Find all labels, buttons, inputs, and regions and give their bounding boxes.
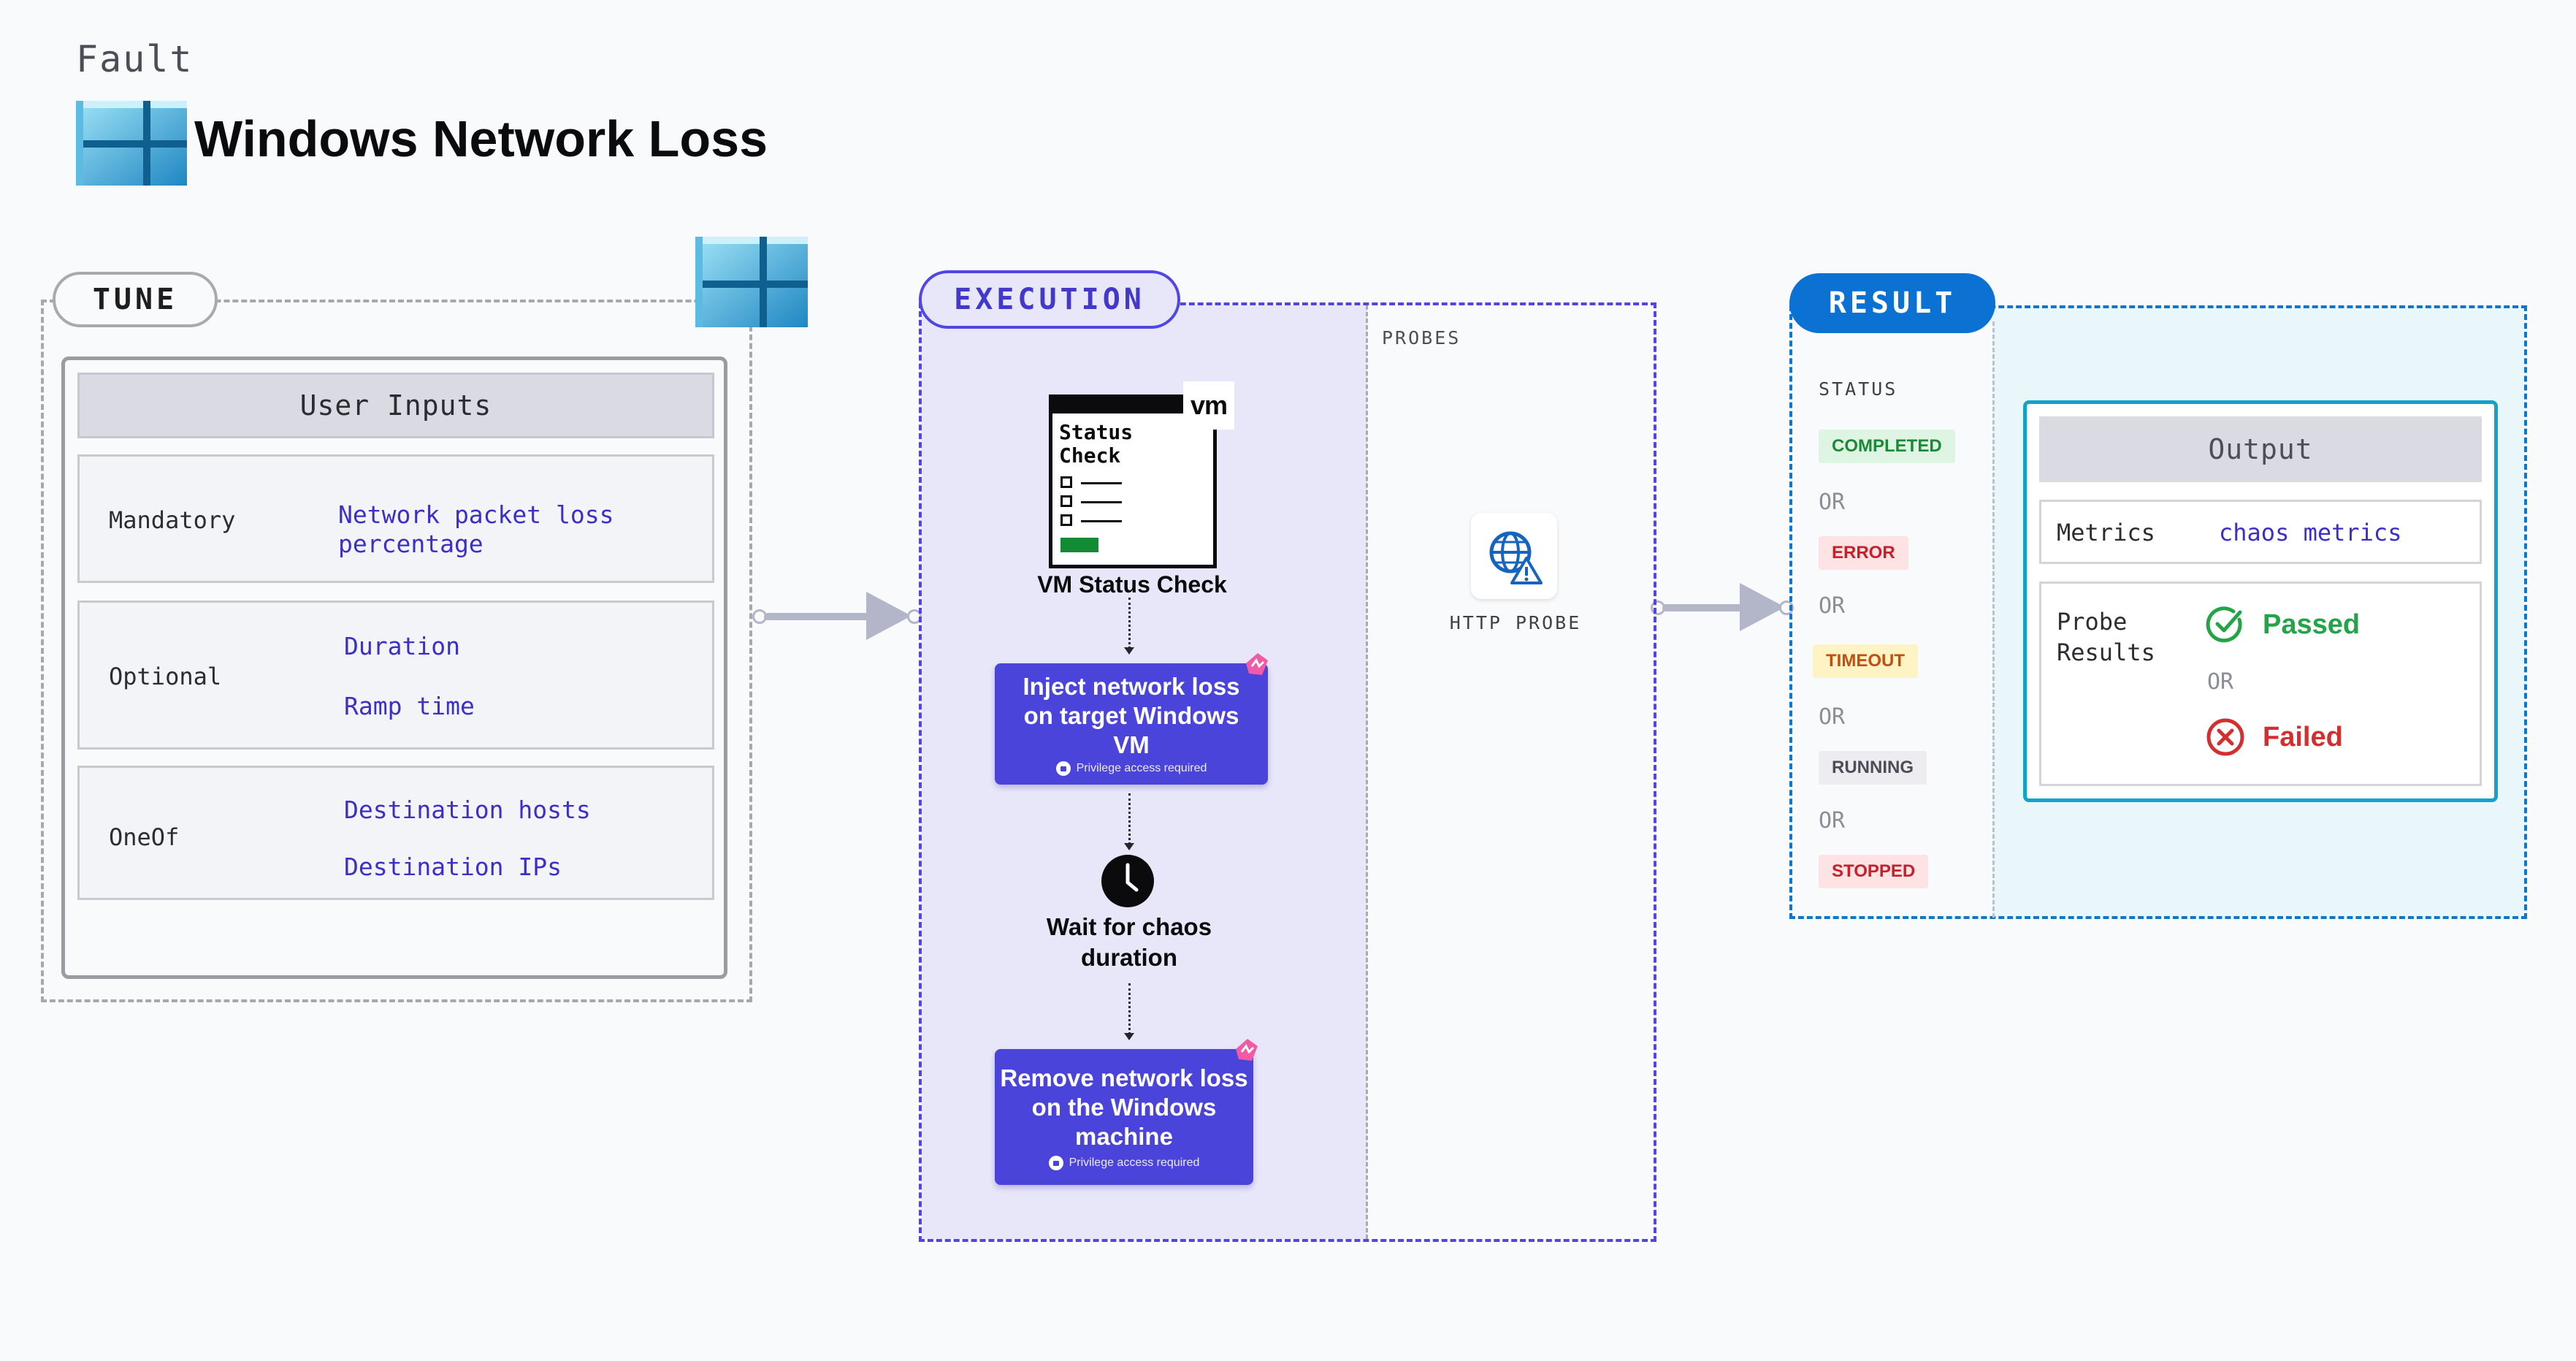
oneof-input-group: OneOf Destination hosts Destination IPs [77,766,714,900]
http-probe-card[interactable] [1471,513,1557,599]
or-separator: OR [1819,489,1846,515]
privilege-note: Privilege access required [995,1156,1253,1170]
mandatory-input-group: Mandatory Network packet loss percentage [77,454,714,583]
step-text-line: on target Windows [1023,702,1239,729]
or-separator: OR [1819,808,1846,834]
status-check-titlebar [1049,394,1188,413]
fault-label: Fault [76,38,194,80]
tune-section [41,300,752,1002]
status-badge-completed: COMPLETED [1819,430,1955,463]
probe-results-label: Probe Results [2057,608,2155,666]
step-text-line: machine [1075,1123,1173,1150]
wait-for-chaos-label: Wait for chaos duration [1046,913,1212,971]
status-badge-error: ERROR [1819,536,1908,570]
status-badge-stopped: STOPPED [1819,855,1929,888]
flow-arrowhead [1124,647,1134,655]
input-value: Duration [344,632,460,660]
lock-icon [1048,1156,1063,1170]
vm-badge: vm [1183,381,1234,430]
input-value: Destination IPs [344,853,562,881]
clock-icon [1101,855,1154,907]
flow-connector [1128,793,1131,845]
input-value: Ramp time [344,692,475,720]
arrow-head-icon [1740,583,1785,631]
result-pill: RESULT [1789,273,1995,333]
remove-network-loss-step[interactable]: Remove network loss on the Windows machi… [995,1049,1253,1185]
windows-logo-icon [76,101,187,186]
status-check-title: Status Check [1059,420,1134,468]
flow-arrowhead [1124,1033,1134,1040]
probe-results-row [2039,582,2482,786]
lock-icon [1055,761,1071,776]
step-text-line: VM [1113,731,1150,758]
x-circle-icon [2206,718,2244,756]
or-separator: OR [2207,669,2234,695]
or-separator: OR [1819,704,1846,730]
result-section [1789,305,2527,919]
checkbox-icon [1060,495,1072,507]
checklist-line [1081,501,1122,503]
metrics-value: chaos metrics [2219,519,2402,546]
globe-warning-icon [1489,531,1543,584]
step-text-line: Inject network loss [1023,673,1240,700]
execution-pill: EXECUTION [919,270,1180,329]
probe-passed-label: Passed [2263,609,2361,640]
execution-divider [1366,305,1368,1239]
checkbox-icon [1060,514,1072,526]
execution-section [919,302,1656,1242]
checkbox-icon [1060,476,1072,488]
flow-connector [1128,983,1131,1034]
checklist-line [1081,520,1122,522]
user-inputs-header: User Inputs [77,373,714,438]
page-title: Windows Network Loss [194,110,768,167]
input-value: percentage [338,530,484,558]
tune-pill: TUNE [53,272,218,327]
flow-connector [1128,598,1131,649]
probe-failed-label: Failed [2263,722,2343,752]
optional-input-group: Optional Duration Ramp time [77,601,714,750]
privilege-note: Privilege access required [995,761,1268,776]
output-header: Output [2039,416,2482,482]
checklist-line [1081,482,1122,484]
or-separator: OR [1819,593,1846,619]
step-text-line: on the Windows [1031,1094,1217,1121]
result-divider [1992,321,1995,918]
status-ok-bar [1060,538,1098,552]
check-circle-icon [2206,606,2242,643]
windows-logo-icon [695,237,808,327]
input-category: Optional [109,663,222,690]
chaos-badge-icon [1246,653,1268,675]
execution-to-result-arrow [1662,604,1750,611]
input-value: Network packet loss [338,500,614,529]
input-value: Destination hosts [344,796,591,824]
metrics-row [2039,500,2482,564]
tune-to-execution-arrow [764,613,874,620]
input-category: OneOf [109,823,180,851]
probes-label: PROBES [1382,327,1461,348]
inject-network-loss-step[interactable]: Inject network loss on target Windows VM… [995,663,1268,785]
input-category: Mandatory [109,506,236,534]
metrics-label: Metrics [2057,519,2155,546]
status-title: STATUS [1819,378,1898,400]
http-probe-label: HTTP PROBE [1449,612,1582,633]
step-text-line: Remove network loss [1000,1064,1248,1091]
vm-status-check-label: VM Status Check [1037,571,1227,598]
status-badge-running: RUNNING [1819,751,1927,785]
status-badge-timeout: TIMEOUT [1813,644,1918,678]
arrow-head-icon [866,592,911,640]
chaos-badge-icon [1236,1039,1258,1061]
flow-arrowhead [1124,843,1134,850]
